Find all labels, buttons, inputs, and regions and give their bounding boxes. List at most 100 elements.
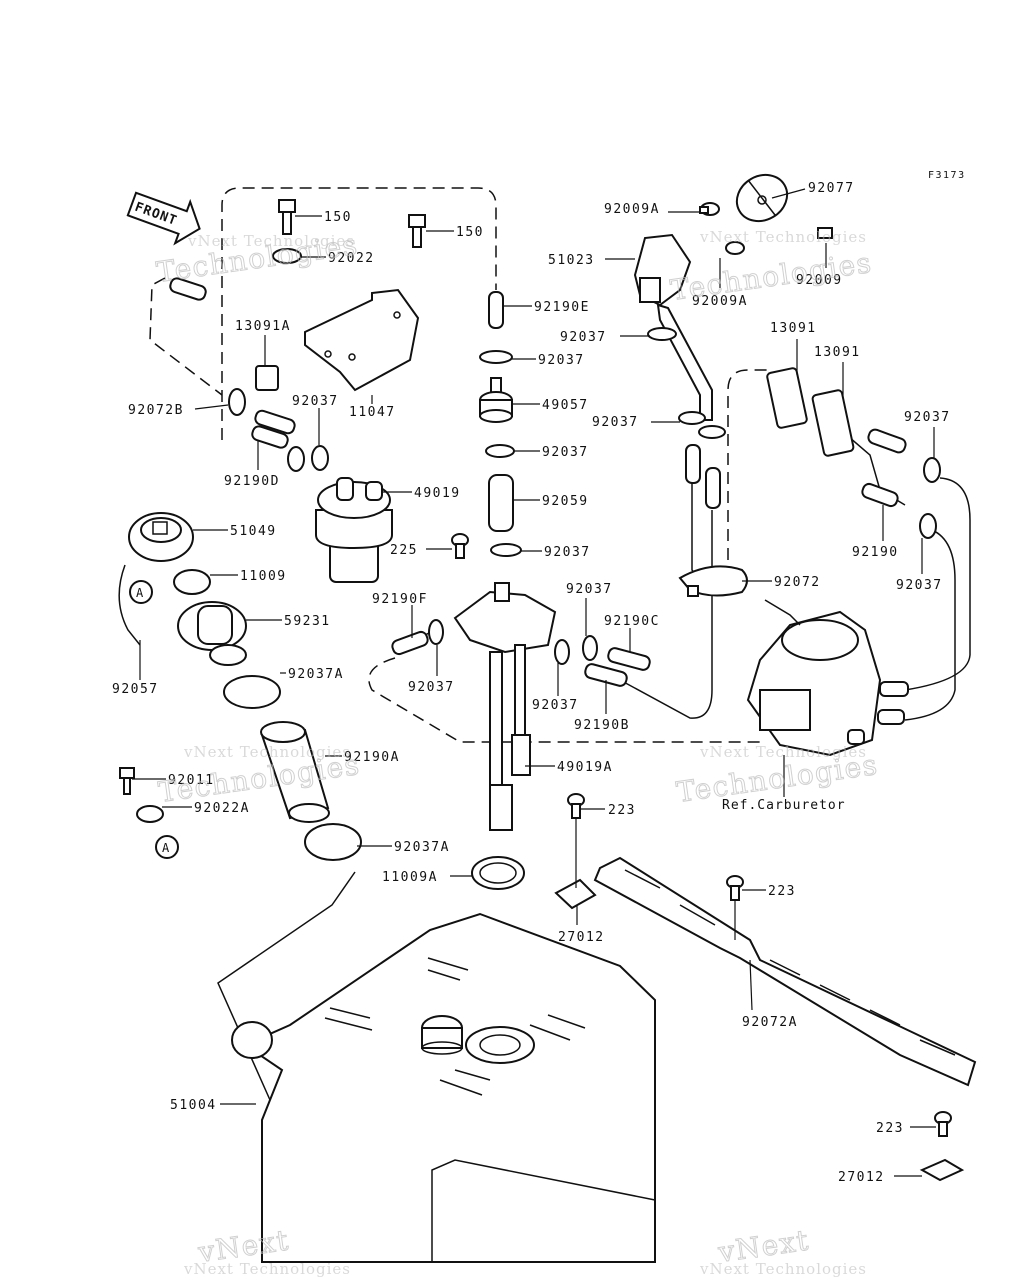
clamp-92037-vent-a — [678, 411, 706, 425]
hose-92190C — [607, 647, 651, 671]
part-label: 13091 — [770, 321, 817, 336]
part-label: 92037 — [292, 394, 339, 409]
part-label: 92037 — [592, 415, 639, 430]
svg-text:A: A — [136, 586, 144, 600]
bracket-27012-a — [554, 878, 597, 910]
part-label: 92072B — [128, 403, 184, 418]
fuel-cap-51049 — [128, 512, 194, 562]
clamp-92037-carb-lower — [919, 513, 937, 539]
screw-223-c — [934, 1111, 952, 1137]
bolt-92009 — [817, 227, 833, 239]
part-label: 92037 — [532, 698, 579, 713]
band-92072 — [678, 565, 748, 597]
part-label: 92009A — [604, 202, 660, 217]
watermark-bottom-right: vNext vNext Technologies — [699, 1223, 866, 1278]
part-label: 92190E — [534, 300, 590, 315]
bolt-92009A-lower — [725, 241, 745, 255]
hose-vent-a — [685, 444, 701, 484]
part-label: 11047 — [349, 405, 396, 420]
oring-11009 — [173, 569, 211, 595]
washer-92022A — [136, 805, 164, 823]
bracket-11047 — [304, 288, 420, 392]
part-label: 59231 — [284, 614, 331, 629]
svg-text:A: A — [162, 841, 170, 855]
part-label: 92190 — [852, 545, 899, 560]
hose-route-dashed-top — [221, 187, 497, 440]
part-labels: 150 150 92022 13091A 92037 11047 92072B … — [112, 181, 949, 1185]
bracket-27012-b — [919, 1158, 965, 1182]
hose-92190D-b — [251, 425, 289, 449]
part-label: 150 — [324, 210, 352, 225]
clip-13091A — [255, 365, 279, 391]
part-label: 13091A — [235, 319, 291, 334]
diaphragm-92077 — [735, 173, 789, 223]
hose-route-dashed-left — [149, 277, 223, 396]
hose-route-carb-mid — [904, 529, 956, 721]
carburetor — [746, 599, 909, 757]
svg-text:vNext Technologies: vNext Technologies — [699, 743, 867, 761]
valve-51023 — [633, 233, 692, 307]
clamp-92037-center-c — [490, 543, 522, 557]
hose-top-left — [169, 277, 207, 301]
bolt-92009A-top — [699, 202, 720, 216]
part-label: 92037 — [542, 445, 589, 460]
part-label: 150 — [456, 225, 484, 240]
part-label: 27012 — [838, 1170, 885, 1185]
svg-text:vNext Technologies: vNext Technologies — [183, 1260, 351, 1278]
part-label: 223 — [768, 884, 796, 899]
part-label: 11009 — [240, 569, 287, 584]
fuel-filter-49019 — [315, 477, 393, 583]
svg-text:vNext Technologies: vNext Technologies — [187, 232, 355, 250]
hose-from-valve — [656, 303, 713, 421]
svg-text:vNext Technologies: vNext Technologies — [699, 228, 867, 246]
part-label: 225 — [390, 543, 418, 558]
part-label: 92037A — [288, 667, 344, 682]
part-label: 92009 — [796, 273, 843, 288]
hose-92190B — [584, 663, 628, 687]
part-label: 51023 — [548, 253, 595, 268]
hose-92059 — [488, 474, 514, 532]
part-label: 51049 — [230, 524, 277, 539]
screw-223-a — [567, 793, 585, 819]
strap-92057 — [118, 564, 141, 646]
clamp-92037-valve — [647, 327, 677, 341]
washer-92022 — [272, 248, 302, 264]
part-label: 51004 — [170, 1098, 217, 1113]
bolt-150-right — [408, 214, 426, 248]
part-label: 27012 — [558, 930, 605, 945]
part-label: 92037 — [560, 330, 607, 345]
hose-route-dashed-right — [727, 369, 770, 560]
svg-text:Technologies: Technologies — [668, 246, 874, 307]
part-label: 92059 — [542, 494, 589, 509]
hose-92190F — [391, 630, 429, 656]
hose-92190A — [260, 721, 330, 823]
part-label: 92190F — [372, 592, 428, 607]
part-label: 92072 — [774, 575, 821, 590]
clamp-92037-vent-b — [698, 425, 726, 439]
part-label: 92190D — [224, 474, 280, 489]
callout-a-upper: A — [129, 580, 153, 604]
hose-route-carb-top — [904, 477, 971, 691]
hose-92190E — [488, 291, 504, 329]
bolt-92011 — [119, 767, 135, 795]
clamp-92037-carb-upper — [923, 457, 941, 483]
strap-92072A-ridges — [624, 869, 956, 1056]
hose-92190D-a — [254, 409, 296, 435]
watermark-top-right: vNext Technologies Technologies — [668, 228, 875, 307]
hose-92190-lower — [861, 482, 899, 508]
watermark-bottom-left: vNext vNext Technologies — [183, 1223, 351, 1278]
figure-code: F3173 — [928, 170, 966, 181]
part-label: 92077 — [808, 181, 855, 196]
hose-route-vent-b — [619, 510, 713, 719]
hose-vent-b — [705, 467, 721, 509]
part-label: 223 — [876, 1121, 904, 1136]
clamp-92037-left-b — [311, 445, 329, 471]
fuel-tap-49019A — [453, 582, 557, 831]
part-label: 92022 — [328, 251, 375, 266]
screw-225 — [451, 533, 469, 559]
part-label: 92057 — [112, 682, 159, 697]
bolt-150-left — [278, 199, 296, 235]
part-label: 11009A — [382, 870, 438, 885]
front-arrow-icon: FRONT — [126, 191, 201, 246]
hose-route-vent-a — [691, 482, 701, 581]
